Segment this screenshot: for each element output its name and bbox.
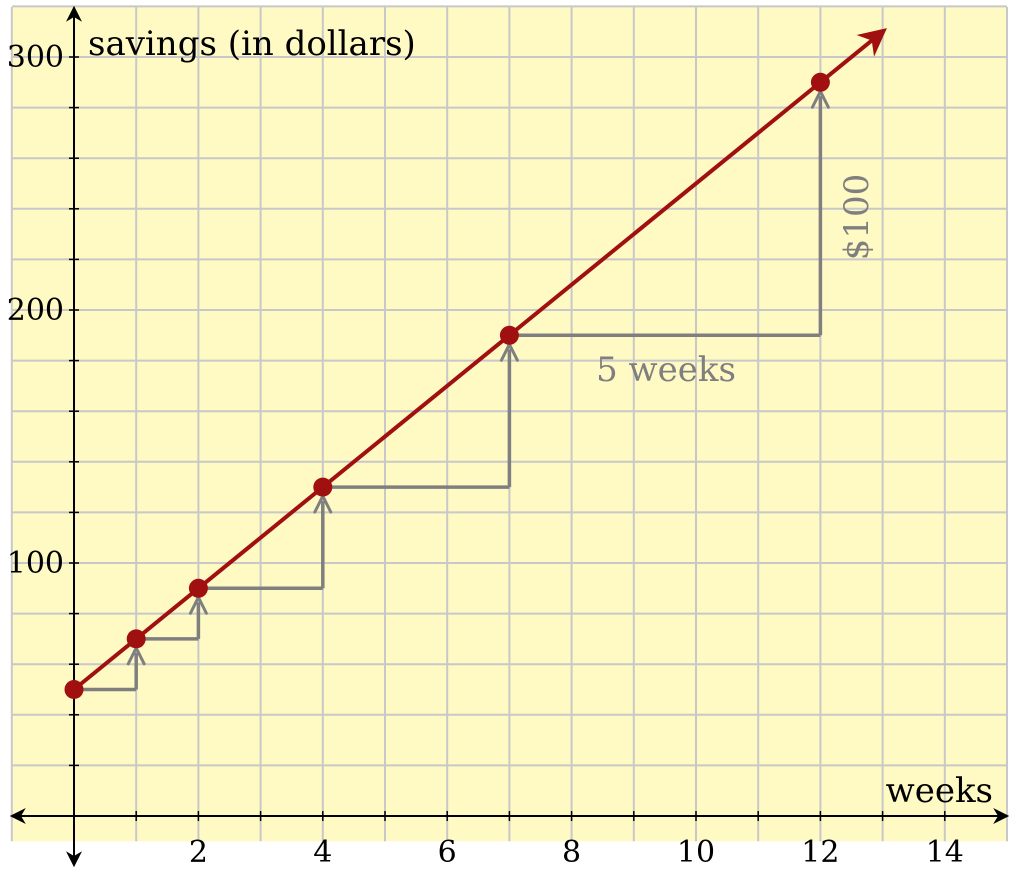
grid (10, 5, 1008, 842)
y-axis-title: savings (in dollars) (88, 24, 416, 64)
x-tick-label: 2 (189, 835, 208, 870)
steps (74, 89, 830, 692)
annotation-run-label: 5 weeks (596, 350, 736, 390)
y-tick-label: 200 (7, 293, 64, 328)
annotation-rise-label: $100 (837, 174, 877, 261)
x-tick-label: 12 (801, 835, 839, 870)
x-tick-label: 6 (438, 835, 457, 870)
y-tick-label: 300 (7, 40, 64, 75)
x-tick-label: 14 (926, 835, 964, 870)
x-tick-label: 4 (313, 835, 332, 870)
points (64, 72, 830, 699)
data-point (188, 578, 208, 598)
ticks: 2 4 6 8 10 12 14 100 200 300 (7, 40, 964, 870)
series (72, 28, 887, 692)
data-point (313, 477, 333, 497)
data-point (499, 325, 519, 345)
data-point (810, 72, 830, 92)
x-tick-label: 10 (677, 835, 715, 870)
series-line (72, 28, 887, 692)
data-point (126, 629, 146, 649)
y-tick-label: 100 (7, 546, 64, 581)
x-axis-title: weeks (886, 771, 993, 811)
data-point (64, 680, 84, 699)
x-tick-label: 8 (562, 835, 581, 870)
